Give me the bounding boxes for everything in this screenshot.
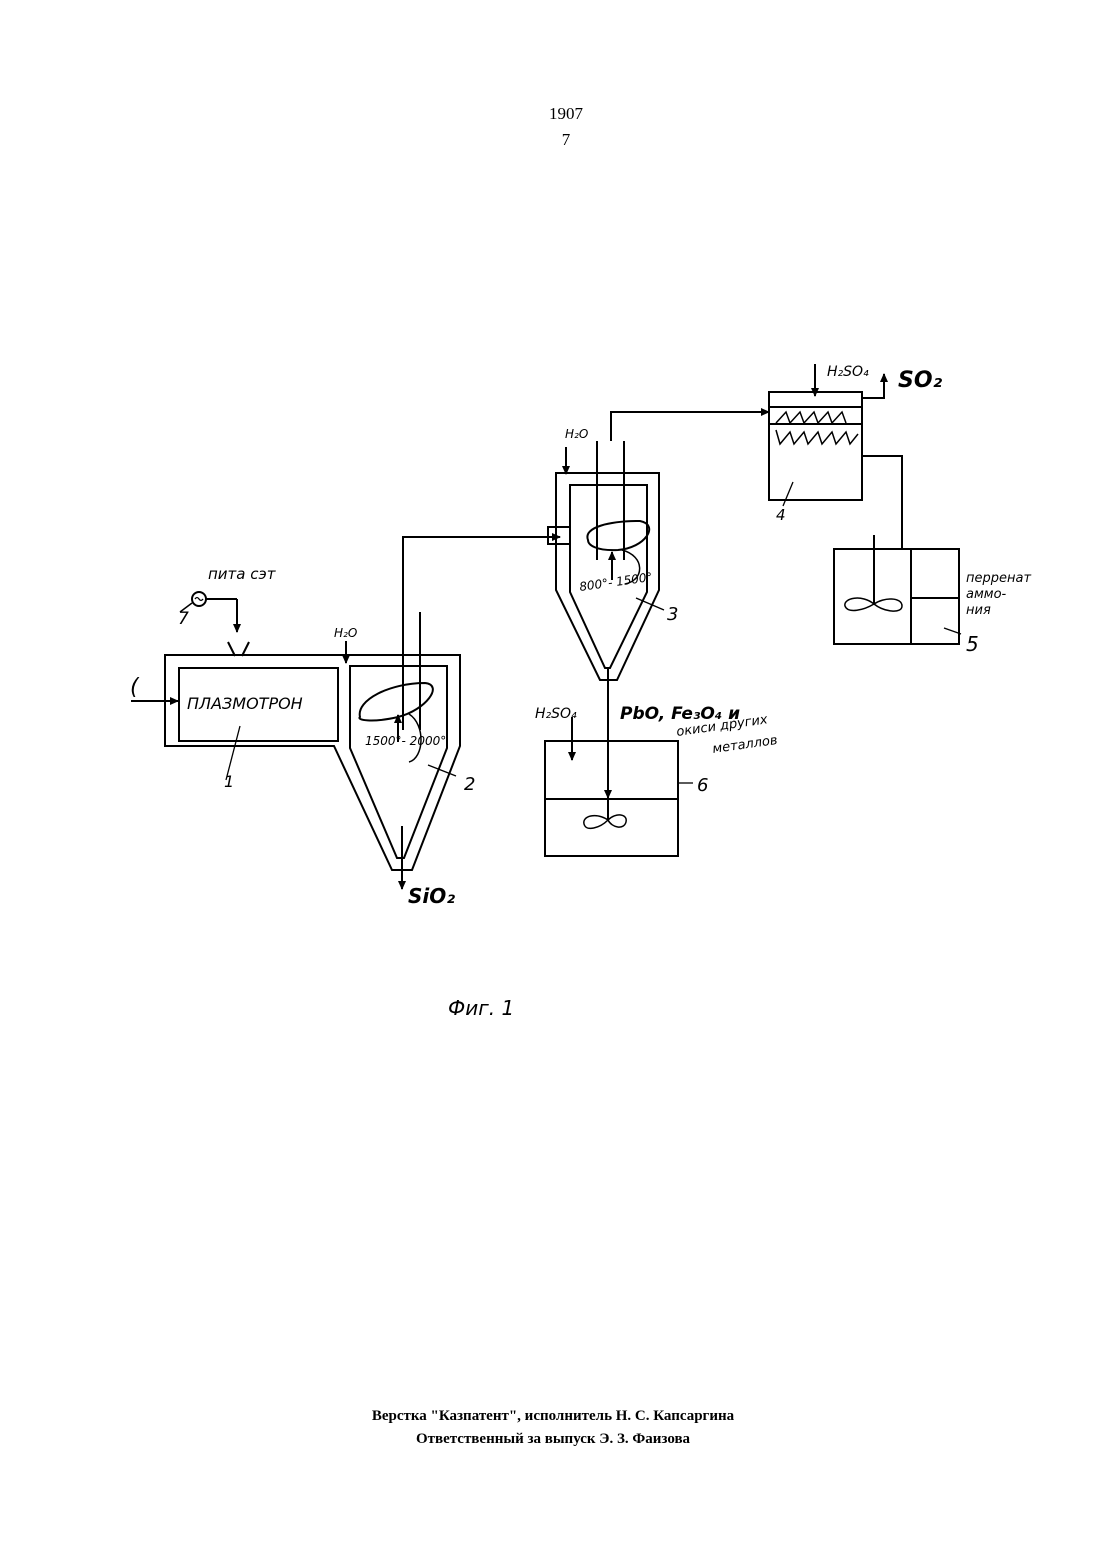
feed-funnel [228, 642, 235, 656]
label-3: 3 [667, 604, 678, 625]
scrubber-4 [769, 392, 862, 500]
label-5: 5 [966, 632, 979, 656]
pipe-4-to-5 [862, 456, 902, 549]
h2so4-label-4: H₂SO₄ [827, 364, 869, 380]
h2o-label-3: H₂O [565, 427, 588, 441]
h2o-label-2: H₂O [334, 626, 357, 640]
gas-pipe-3-to-4 [611, 412, 769, 441]
footer-responsible: Ответственный за выпуск Э. З. Фаизова [0, 1431, 1100, 1448]
perrhenate-label-1: перренат [966, 571, 1031, 586]
figure-caption: Фиг. 1 [448, 996, 514, 1020]
label-4: 4 [776, 506, 786, 524]
power-supply-label: пита сэт [208, 565, 277, 583]
label-6: 6 [697, 775, 708, 796]
label-7: 7 [178, 609, 189, 629]
gas-pipe-2-to-3 [403, 537, 560, 612]
reactor-2-jacket [165, 655, 460, 870]
products-label-3: металлов [711, 733, 778, 757]
perrhenate-label-2: аммо- [966, 587, 1007, 602]
cyclone-2-inner [350, 666, 447, 858]
h2so4-label-6: H₂SO₄ [535, 706, 577, 722]
so2-label: SO₂ [898, 368, 943, 393]
input-label: ( [130, 675, 140, 700]
sio2-label: SiO₂ [408, 884, 455, 908]
reactor-5 [834, 549, 959, 644]
perrhenate-label-3: ния [966, 603, 991, 618]
temp-label-3: 800°- 1500° [578, 570, 653, 594]
label-1: 1 [224, 772, 234, 791]
plasmatron-label: ПЛАЗМОТРОН [187, 694, 303, 713]
temp-label-2: 1500°- 2000° [365, 734, 446, 748]
process-diagram: пита сэт 7 ( ПЛАЗМОТРОН 1 H₂O 1500°- 200… [0, 0, 1100, 1100]
footer-layout-credit: Верстка "Казпатент", исполнитель Н. С. К… [0, 1408, 1100, 1425]
label-2: 2 [464, 774, 475, 795]
